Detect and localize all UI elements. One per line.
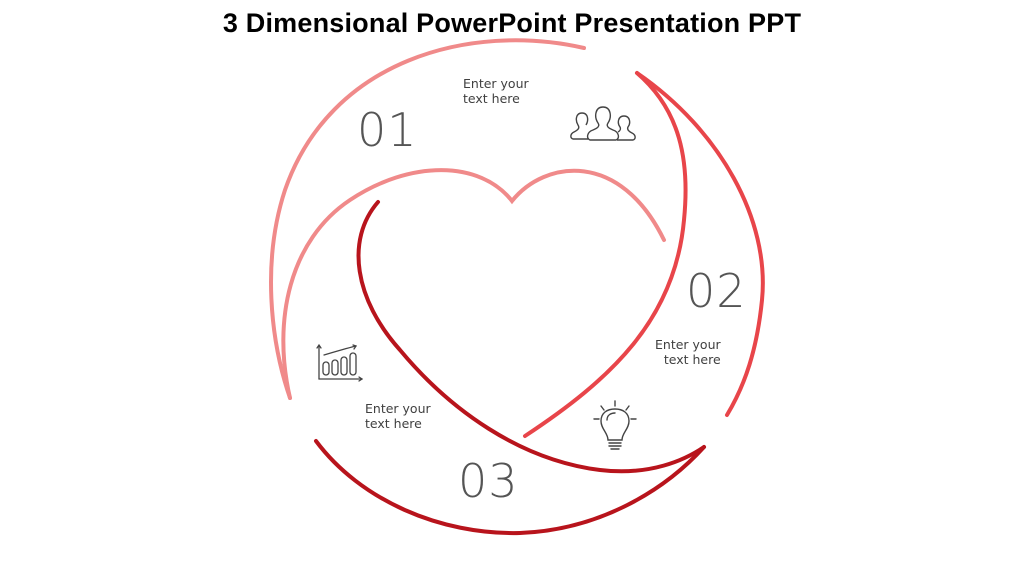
segment-3-outer-arc bbox=[314, 439, 706, 536]
segment-2-number: 02 bbox=[686, 264, 747, 318]
segment-1-shape bbox=[269, 38, 666, 400]
segment-2-text-line1: Enter your bbox=[655, 337, 721, 352]
segment-3-inner-arc bbox=[356, 200, 706, 474]
segment-3-text: Enter your text here bbox=[365, 401, 431, 431]
segment-1-number: 01 bbox=[357, 103, 418, 157]
segment-3-text-line2: text here bbox=[365, 416, 422, 431]
segment-1-text-line2: text here bbox=[463, 91, 520, 106]
segment-2-inner-arc bbox=[523, 71, 688, 438]
lightbulb-icon bbox=[593, 400, 637, 450]
segment-2-text-line2: text here bbox=[663, 352, 721, 367]
segment-2-outer-arc bbox=[635, 71, 765, 417]
segment-3-shape bbox=[314, 200, 706, 536]
slide-title: 3 Dimensional PowerPoint Presentation PP… bbox=[222, 8, 802, 38]
segment-1-inner-arc bbox=[281, 168, 666, 400]
segment-2-shape bbox=[523, 71, 765, 438]
segment-1-text: Enter your text here bbox=[463, 76, 529, 106]
segment-3-number: 03 bbox=[458, 454, 519, 508]
segment-1-text-line1: Enter your bbox=[463, 76, 529, 91]
segment-1-outer-arc bbox=[269, 38, 586, 400]
bar-chart-growth-icon bbox=[316, 343, 364, 382]
segment-3-text-line1: Enter your bbox=[365, 401, 431, 416]
people-group-icon bbox=[570, 106, 636, 141]
segment-2-text: Enter your text here bbox=[655, 337, 721, 367]
